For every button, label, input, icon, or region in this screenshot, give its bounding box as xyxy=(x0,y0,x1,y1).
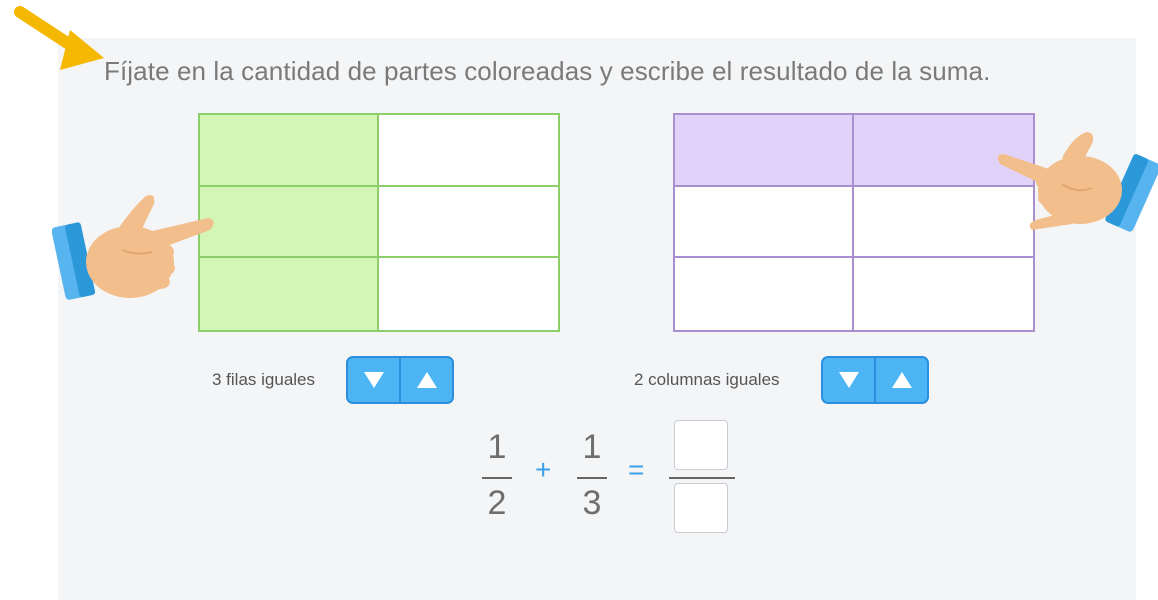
grid-cell xyxy=(854,186,1033,259)
fraction2-numerator: 1 xyxy=(582,428,602,466)
grid-cell-filled xyxy=(200,115,379,187)
right-grid xyxy=(673,113,1035,332)
pointing-hand-icon xyxy=(997,132,1158,232)
grid-cell-filled xyxy=(854,115,1033,187)
cols-label: 2 columnas iguales xyxy=(634,370,780,389)
rows-decrease-button[interactable] xyxy=(348,358,401,402)
grid-cell xyxy=(379,115,558,187)
rows-label: 3 filas iguales xyxy=(212,370,316,389)
grid-cell-filled xyxy=(675,115,854,187)
fraction2-bar xyxy=(577,477,607,479)
rows-increase-button[interactable] xyxy=(401,358,452,402)
left-grid xyxy=(198,113,560,332)
fraction2-denominator: 3 xyxy=(582,484,602,522)
triangle-down-icon xyxy=(363,372,384,388)
grid-cell-filled xyxy=(200,186,379,259)
grid-cell xyxy=(675,258,854,330)
fraction1-bar xyxy=(482,477,512,479)
fraction1-denominator: 2 xyxy=(487,484,507,522)
cols-decrease-button[interactable] xyxy=(823,358,876,402)
plus-sign: + xyxy=(535,454,552,485)
grid-cell xyxy=(379,186,558,259)
triangle-up-icon xyxy=(416,372,437,388)
grid-cell xyxy=(675,186,854,259)
instruction-text: Fíjate en la cantidad de partes coloread… xyxy=(104,56,991,86)
answer-numerator-input[interactable] xyxy=(674,420,728,470)
cols-increase-button[interactable] xyxy=(876,358,927,402)
answer-bar xyxy=(669,477,735,479)
arrow-icon xyxy=(14,6,104,70)
cols-stepper xyxy=(821,356,929,404)
grid-cell-filled xyxy=(200,258,379,330)
answer-denominator-input[interactable] xyxy=(674,483,728,533)
pointing-hand-icon xyxy=(52,195,214,300)
equals-sign: = xyxy=(628,454,645,485)
fraction1-numerator: 1 xyxy=(487,428,507,466)
triangle-down-icon xyxy=(838,372,859,388)
triangle-up-icon xyxy=(891,372,912,388)
grid-cell xyxy=(379,258,558,330)
rows-stepper xyxy=(346,356,454,404)
grid-cell xyxy=(854,258,1033,330)
